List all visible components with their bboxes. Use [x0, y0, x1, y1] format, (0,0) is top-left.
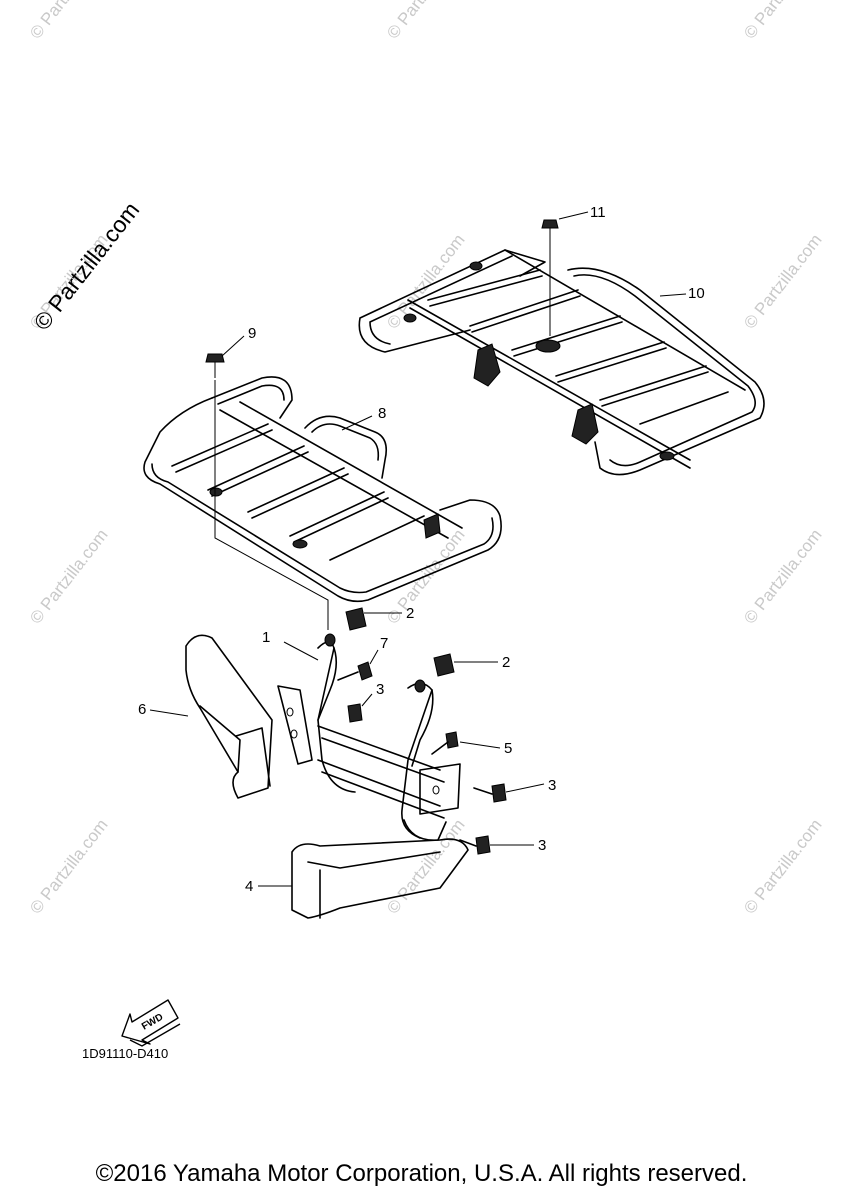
- copyright-notice: ©2016 Yamaha Motor Corporation, U.S.A. A…: [95, 1160, 748, 1187]
- fwd-arrow-icon: FWD: [121, 999, 181, 1047]
- callouts: 1 2 2 3 3 3 3 4 5 6 7 8 9 10 11: [138, 204, 705, 895]
- partzilla-stamp: © Partzilla.com: [28, 197, 144, 335]
- bolt-3-a: [347, 703, 363, 723]
- callout-8: 8: [378, 405, 386, 422]
- diagram-code: 1D91110-D410: [82, 1046, 169, 1061]
- watermark-text: © Partzilla.com: [740, 525, 826, 627]
- bolt-3-b: [473, 783, 507, 803]
- grommet-upper: [345, 607, 367, 631]
- bolt-11: [541, 219, 559, 336]
- watermark-text: © Partzilla.com: [740, 815, 826, 917]
- guard-cover-left: [185, 634, 273, 799]
- callout-2-lower: 2: [502, 654, 510, 671]
- screw-5: [431, 731, 459, 755]
- callout-10: 10: [688, 285, 705, 302]
- watermark-text: © Partzilla.com: [26, 0, 112, 42]
- callout-5: 5: [504, 740, 512, 757]
- leader-lines: [149, 211, 687, 887]
- grommet-lower: [433, 653, 455, 677]
- screw-7: [337, 661, 373, 681]
- callout-4: 4: [245, 878, 253, 895]
- callout-3-b: 3: [548, 777, 556, 794]
- watermark-text: © Partzilla.com: [26, 815, 112, 917]
- bolt-3-c: [459, 835, 491, 855]
- callout-6: 6: [138, 701, 146, 718]
- front-carrier: [143, 376, 502, 603]
- callout-1: 1: [262, 629, 270, 646]
- bolt-9: [205, 353, 329, 630]
- callout-7: 7: [380, 635, 388, 652]
- watermark-text: © Partzilla.com: [26, 525, 112, 627]
- rear-carrier: [358, 249, 765, 476]
- callout-2-upper: 2: [406, 605, 414, 622]
- callout-11: 11: [590, 204, 606, 221]
- guard-cover-right: [291, 838, 469, 919]
- callout-3-c: 3: [538, 837, 546, 854]
- watermark-text: © Partzilla.com: [383, 0, 469, 42]
- callout-3-a: 3: [376, 681, 384, 698]
- callout-9: 9: [248, 325, 256, 342]
- watermark-text: © Partzilla.com: [740, 0, 826, 42]
- watermark-text: © Partzilla.com: [740, 230, 826, 332]
